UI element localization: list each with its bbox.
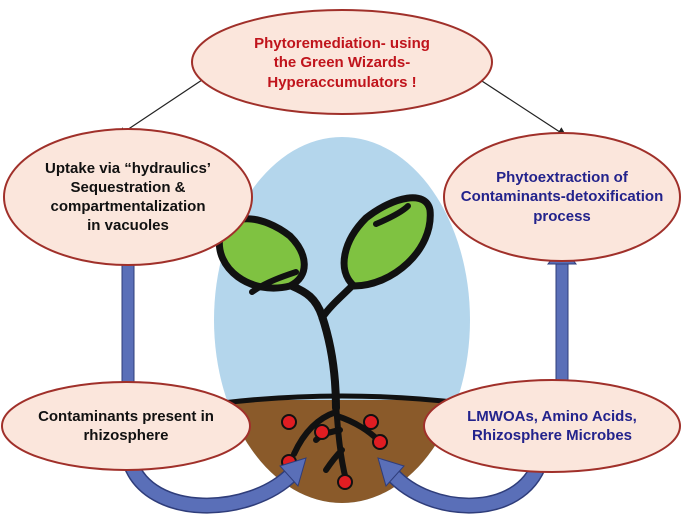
oval-title	[191, 9, 493, 115]
contaminants-label: Contaminants present in rhizosphere	[16, 396, 236, 456]
phytoextraction-text: Phytoextraction of Contaminants-detoxifi…	[460, 169, 664, 225]
uptake-text: Uptake via “hydraulics’ Sequestration & …	[45, 159, 211, 235]
soil-line	[214, 393, 470, 407]
leaf-right	[340, 194, 434, 290]
arrow-curve-left	[122, 457, 307, 514]
title-label: Phytoremediation- using the Green Wizard…	[200, 20, 484, 106]
contaminant-dot	[281, 414, 297, 430]
oval-right-bottom	[423, 379, 681, 473]
contaminant-dot	[372, 434, 388, 450]
oval-left-bottom	[1, 381, 251, 471]
phytoextraction-label: Phytoextraction of Contaminants-detoxifi…	[450, 150, 674, 244]
uptake-label: Uptake via “hydraulics’ Sequestration & …	[16, 142, 240, 252]
plant-stem-right	[318, 282, 356, 322]
contaminant-dot	[363, 414, 379, 430]
contaminant-dot	[337, 474, 353, 490]
lmwoas-text: LMWOAs, Amino Acids, Rhizosphere Microbe…	[467, 407, 637, 444]
contaminant-dot	[314, 424, 330, 440]
oval-right-top	[443, 132, 681, 262]
leaf-left-vein	[249, 269, 299, 295]
lmwoas-label: LMWOAs, Amino Acids, Rhizosphere Microbe…	[432, 396, 672, 456]
oval-left-top	[3, 128, 253, 266]
arrow-left-up	[112, 245, 144, 403]
arrow-curve-right	[377, 457, 548, 514]
leaf-right-vein	[373, 203, 411, 227]
title-text: Phytoremediation- using the Green Wizard…	[254, 35, 430, 91]
contaminant-dots	[281, 414, 388, 490]
contaminants-text: Contaminants present in rhizosphere	[38, 407, 214, 444]
arrow-right-up	[546, 245, 578, 403]
